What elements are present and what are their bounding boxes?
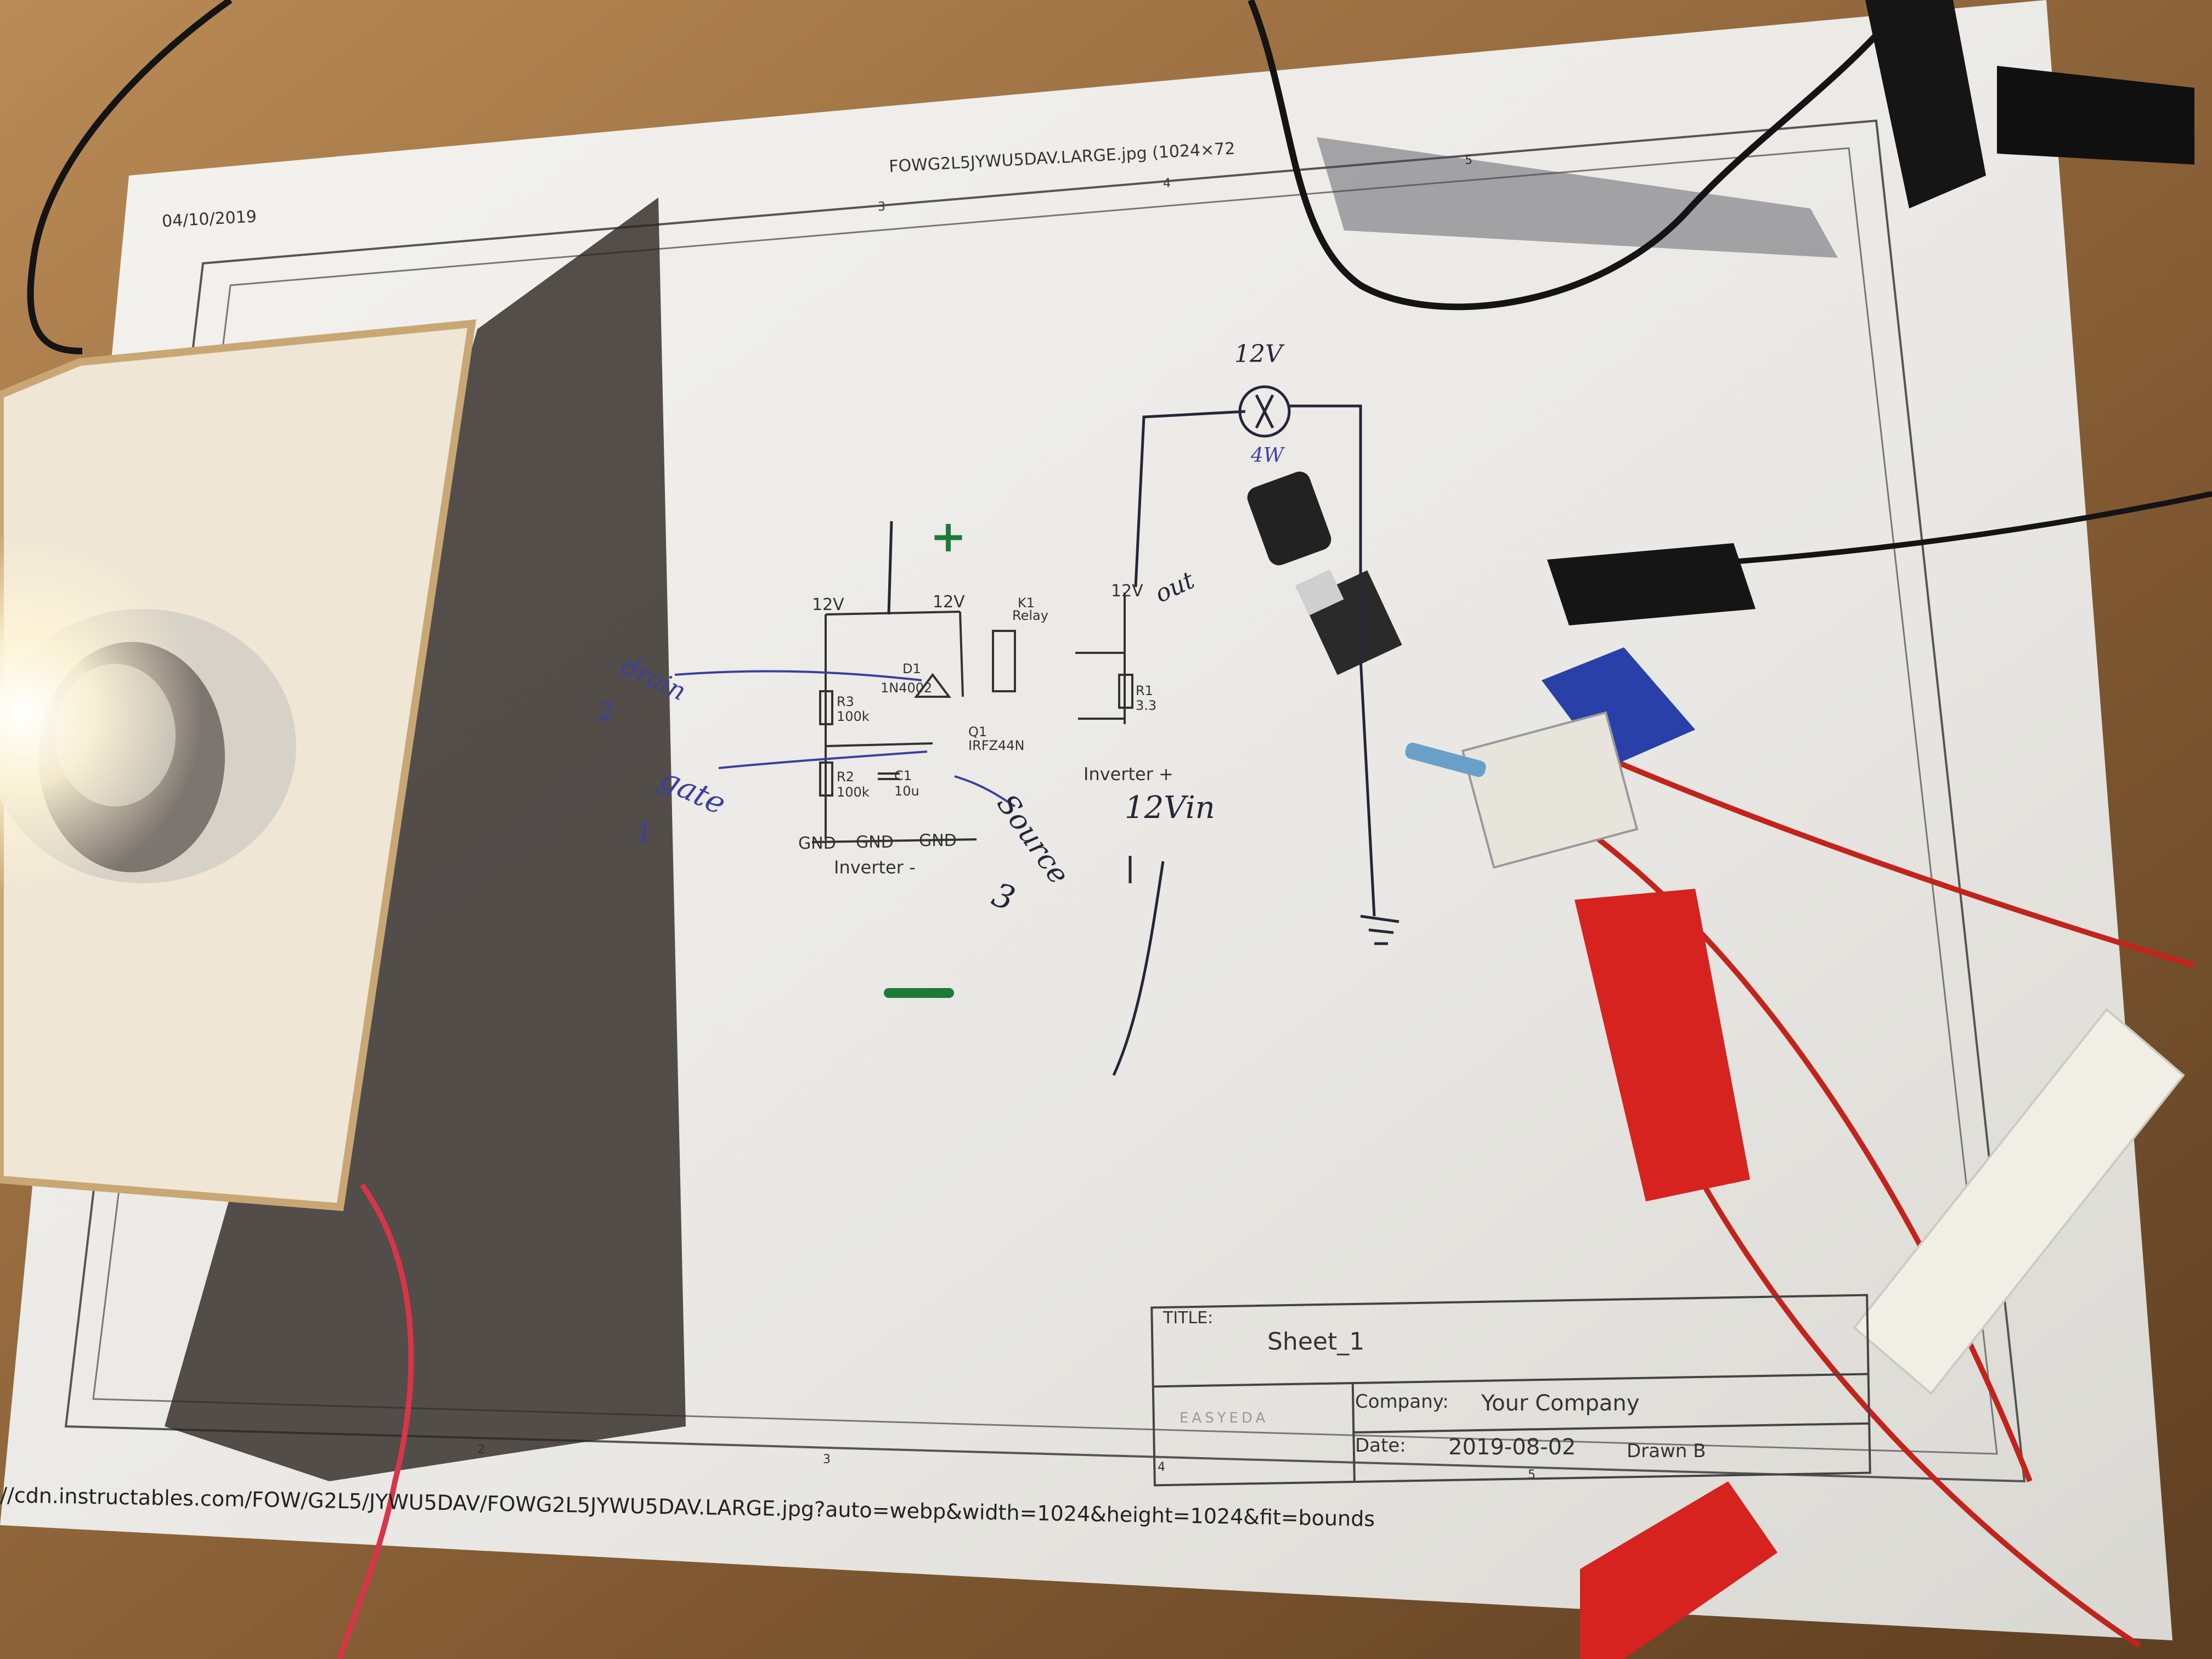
mosfet-tab xyxy=(1295,569,1344,616)
grid-label-5: 3 xyxy=(823,1453,831,1466)
grid-label-3: 5 xyxy=(1465,154,1472,167)
black-clip-top-2 xyxy=(1997,66,2194,165)
date-value: 2019-08-02 xyxy=(1448,1435,1576,1460)
label-r3-val: 100k xyxy=(837,709,870,724)
red-wire-right-2 xyxy=(1534,793,2033,1482)
black-cable-top-left xyxy=(27,0,233,354)
handwritten-wiring xyxy=(887,385,1400,1076)
company-value: Your Company xyxy=(1481,1391,1640,1416)
shadow-right xyxy=(1317,137,1838,258)
red-clip-2 xyxy=(1580,1481,1778,1659)
drawn-by-label: Drawn B xyxy=(1627,1440,1706,1462)
title-label: TITLE: xyxy=(1163,1308,1214,1328)
hand-gate-num: 1 xyxy=(636,817,653,847)
label-12v-mid: 12V xyxy=(933,592,965,612)
label-r2: R2 xyxy=(837,769,854,785)
label-inverter-minus: Inverter - xyxy=(834,857,916,878)
label-relay: Relay xyxy=(1012,608,1048,623)
black-clip-mid xyxy=(1547,543,1756,625)
grid-label-7: 5 xyxy=(1528,1468,1536,1482)
easyeda-logo: EASYEDA xyxy=(1180,1410,1269,1426)
label-d1-part: 1N4002 xyxy=(881,680,933,696)
grid-label-1: 3 xyxy=(878,200,885,214)
blue-trimmer xyxy=(1542,647,1695,768)
label-r1: R1 xyxy=(1136,683,1153,698)
black-clip-top-1 xyxy=(1865,0,1986,208)
electrolytic-capacitor xyxy=(1247,471,1331,566)
red-wire-bottom xyxy=(1698,1178,2141,1649)
label-gnd-2: GND xyxy=(856,833,894,852)
handwriting-arrows xyxy=(674,670,1016,808)
hand-drain-num: 2 xyxy=(598,697,614,726)
label-c1: C1 xyxy=(894,768,912,783)
label-inverter-plus: Inverter + xyxy=(1084,764,1173,785)
grid-label-4: 2 xyxy=(477,1443,485,1457)
title-row xyxy=(1153,1296,1867,1388)
label-r3: R3 xyxy=(837,694,854,709)
hand-plus-mark: + xyxy=(930,510,967,562)
company-label: Company: xyxy=(1355,1391,1449,1413)
label-12v-right: 12V xyxy=(1111,582,1143,601)
lamp-glow xyxy=(0,532,203,894)
label-k1: K1 xyxy=(1018,595,1035,611)
red-wire-bottom-left xyxy=(337,1183,414,1659)
relay-body xyxy=(1461,711,1639,869)
ceramic-resistor xyxy=(1853,1008,2185,1395)
label-q1-part: IRFZ44N xyxy=(968,738,1025,753)
small-resistor xyxy=(1405,742,1486,777)
label-c1-val: 10u xyxy=(894,783,919,799)
title-value: Sheet_1 xyxy=(1267,1328,1365,1356)
label-q1: Q1 xyxy=(968,724,988,740)
hand-lamp-voltage: 12V xyxy=(1234,340,1283,368)
red-clip-1 xyxy=(1575,889,1750,1201)
red-wire-right xyxy=(1578,743,2196,968)
grid-label-6: 4 xyxy=(1158,1460,1165,1474)
hand-lamp-watt: 4W xyxy=(1251,444,1284,467)
hand-vin: 12Vin xyxy=(1125,790,1215,826)
label-gnd-3: GND xyxy=(919,831,957,850)
date-row xyxy=(1352,1422,1871,1481)
label-r2-val: 100k xyxy=(837,785,870,800)
label-gnd-1: GND xyxy=(798,834,836,853)
label-12v-left: 12V xyxy=(812,595,844,614)
label-d1: D1 xyxy=(902,661,921,676)
grid-label-2: 4 xyxy=(1163,177,1171,190)
label-r1-val: 3.3 xyxy=(1136,698,1157,713)
black-cable-top xyxy=(1248,0,1901,311)
date-label: Date: xyxy=(1355,1435,1406,1457)
printed-schematic xyxy=(811,592,1133,843)
